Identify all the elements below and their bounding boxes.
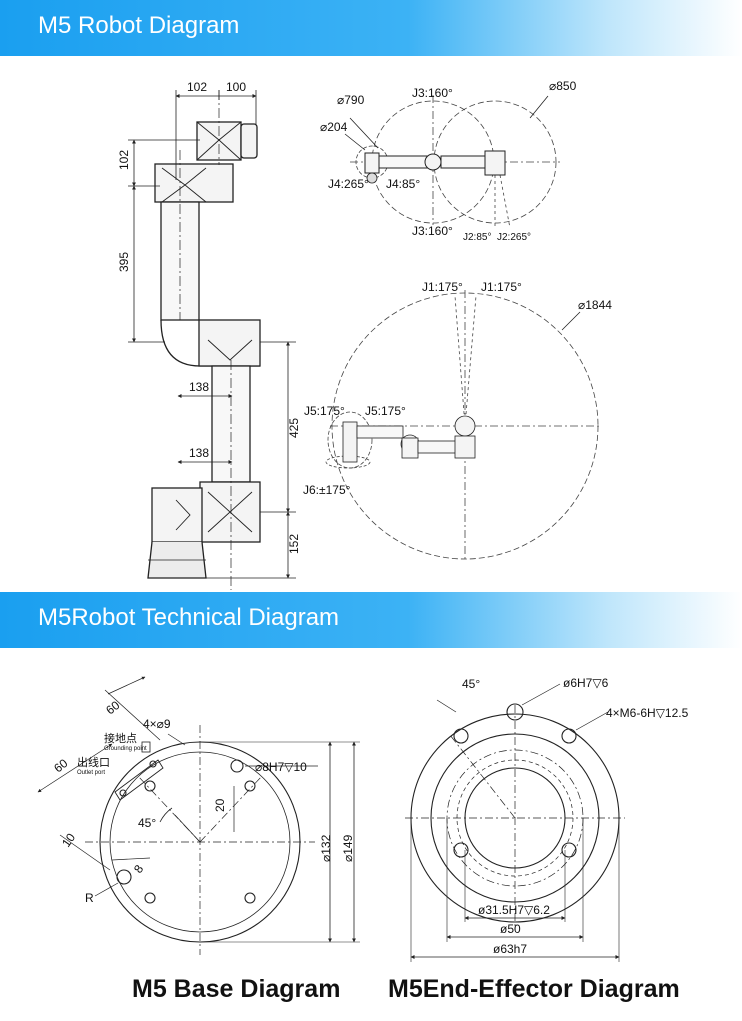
- diameter-label: ⌀790: [337, 93, 365, 107]
- reach-view-labels: J1:175° J1:175° ⌀1844 J5:175° J5:175° J6…: [303, 280, 612, 497]
- joint-range-label: J2:85°: [463, 232, 491, 243]
- outlet-label: 出线口: [77, 755, 110, 769]
- dim-label: 102: [117, 150, 131, 170]
- joint-range-label: J1:175°: [481, 280, 522, 294]
- dim-label: 138: [189, 380, 209, 394]
- grounding-label-en: Grounding point: [104, 746, 147, 752]
- joint-range-label: J1:175°: [422, 280, 463, 294]
- diameter-label: ⌀204: [320, 120, 348, 134]
- wrist-link-2: [154, 163, 234, 203]
- dim-label: 152: [287, 534, 301, 554]
- hole-count-label: 4×⌀9: [143, 717, 171, 731]
- dim-label: 102: [187, 80, 207, 94]
- grounding-label: 接地点: [104, 732, 137, 745]
- dim-label: 8: [131, 862, 146, 876]
- dim-label: 138: [189, 446, 209, 460]
- end-effector-caption: M5End-Effector Diagram: [388, 975, 680, 1003]
- joint-range-label: J3:160°: [412, 86, 453, 100]
- top-view-labels: ⌀790 J3:160° ⌀850 ⌀204 J4:265° J4:85° J3…: [320, 79, 577, 243]
- base-diagram-caption: M5 Base Diagram: [132, 975, 341, 1003]
- section-banner-technical-diagram: M5Robot Technical Diagram: [0, 592, 742, 648]
- joint-range-label: J6:±175°: [303, 483, 351, 497]
- pin-label: ø6H7▽6: [563, 676, 609, 690]
- end-effector-labels: 45° ø6H7▽6 4×M6-6H▽12.5 ø31.5H7▽6.2 ø50 …: [462, 676, 689, 956]
- robot-side-view: [147, 90, 261, 590]
- dim-label: 425: [287, 418, 301, 438]
- diameter-label: ø63h7: [493, 942, 527, 956]
- thread-label: 4×M6-6H▽12.5: [606, 706, 689, 720]
- radius-label: R: [85, 891, 94, 905]
- angle-label: 45°: [138, 816, 156, 830]
- section-title: M5Robot Technical Diagram: [38, 604, 340, 631]
- section-banner-robot-diagram: M5 Robot Diagram: [0, 0, 742, 56]
- pin-label: ⌀8H7▽10: [255, 760, 307, 774]
- reach-view-workspace: [325, 290, 600, 560]
- dim-label: 20: [213, 798, 227, 812]
- outlet-label-en: Outlet port: [77, 770, 105, 776]
- joint-range-label: J4:85°: [386, 177, 420, 191]
- dim-label: 395: [117, 252, 131, 272]
- top-view-workspace: [344, 95, 560, 229]
- section-title: M5 Robot Diagram: [38, 12, 240, 39]
- diameter-label: ⌀850: [549, 79, 577, 93]
- end-effector-diagram: [405, 683, 625, 962]
- joint-range-label: J5:175°: [365, 404, 406, 418]
- joint-range-label: J5:175°: [304, 404, 345, 418]
- diameter-label: ø31.5H7▽6.2: [478, 903, 550, 917]
- side-view-labels: 102 100 102 395 138 138 425 152: [117, 80, 301, 554]
- angle-label: 45°: [462, 677, 480, 691]
- joint-range-label: J3:160°: [412, 224, 453, 238]
- wrist-flange: [240, 123, 258, 159]
- base-joint: [151, 487, 203, 543]
- diameter-label: ⌀149: [341, 834, 355, 862]
- joint-range-label: J2:265°: [497, 232, 531, 243]
- diameter-label: ⌀1844: [578, 298, 612, 312]
- dim-label: 10: [59, 830, 78, 849]
- diameter-label: ø50: [500, 922, 521, 936]
- base-diagram-labels: 60 60 4×⌀9 接地点 Grounding point 出线口 Outle…: [51, 698, 355, 905]
- side-view-dimensions: [128, 90, 296, 579]
- base-diagram: [37, 676, 360, 955]
- dim-label: 100: [226, 80, 246, 94]
- dim-label: 60: [103, 698, 122, 717]
- diameter-label: ⌀132: [319, 834, 333, 862]
- joint-range-label: J4:265°: [328, 177, 369, 191]
